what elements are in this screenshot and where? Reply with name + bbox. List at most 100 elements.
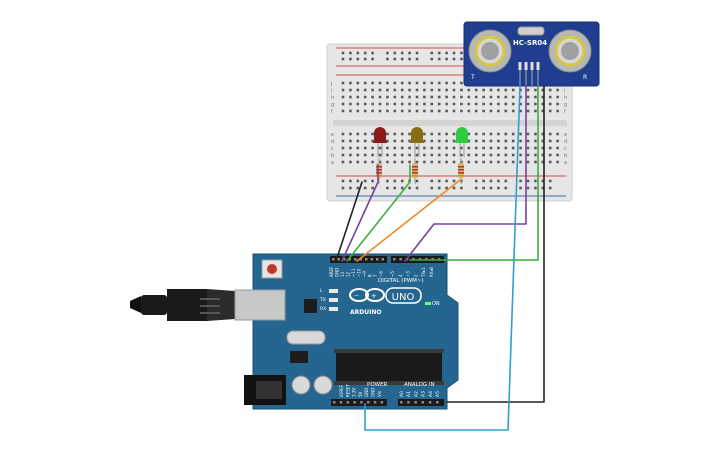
breadboard-hole[interactable]: [467, 146, 471, 150]
breadboard-hole[interactable]: [482, 95, 485, 99]
breadboard-hole[interactable]: [534, 186, 537, 190]
breadboard-hole[interactable]: [519, 139, 522, 143]
breadboard-hole[interactable]: [400, 109, 404, 113]
breadboard-hole[interactable]: [474, 139, 478, 143]
breadboard-hole[interactable]: [341, 95, 345, 99]
breadboard-hole[interactable]: [541, 146, 545, 150]
breadboard-hole[interactable]: [386, 186, 389, 190]
breadboard-hole[interactable]: [556, 109, 559, 113]
wire-black-gnd-top[interactable]: [335, 181, 363, 262]
breadboard-hole[interactable]: [460, 81, 463, 85]
breadboard-hole[interactable]: [378, 109, 382, 113]
breadboard-hole[interactable]: [460, 57, 463, 61]
breadboard-hole[interactable]: [430, 160, 434, 164]
breadboard-hole[interactable]: [474, 179, 478, 183]
breadboard-hole[interactable]: [445, 81, 448, 85]
breadboard-hole[interactable]: [408, 81, 411, 85]
breadboard-hole[interactable]: [393, 179, 397, 183]
breadboard-hole[interactable]: [511, 95, 515, 99]
breadboard-hole[interactable]: [341, 186, 345, 190]
breadboard-hole[interactable]: [482, 179, 485, 183]
breadboard-hole[interactable]: [371, 153, 374, 157]
breadboard-hole[interactable]: [489, 179, 493, 183]
breadboard-hole[interactable]: [386, 146, 389, 150]
breadboard-hole[interactable]: [489, 153, 493, 157]
breadboard-hole[interactable]: [526, 179, 530, 183]
breadboard-hole[interactable]: [430, 109, 434, 113]
breadboard-hole[interactable]: [363, 102, 367, 106]
breadboard-hole[interactable]: [423, 88, 426, 92]
breadboard-hole[interactable]: [341, 109, 345, 113]
breadboard-hole[interactable]: [400, 179, 404, 183]
breadboard-hole[interactable]: [497, 160, 500, 164]
breadboard-hole[interactable]: [497, 186, 500, 190]
breadboard-hole[interactable]: [415, 153, 419, 157]
breadboard-hole[interactable]: [371, 102, 374, 106]
header-pin[interactable]: [346, 401, 350, 404]
breadboard-hole[interactable]: [430, 146, 434, 150]
breadboard-hole[interactable]: [445, 51, 448, 55]
breadboard-hole[interactable]: [430, 186, 434, 190]
breadboard-hole[interactable]: [445, 88, 448, 92]
breadboard-hole[interactable]: [341, 153, 345, 157]
wire-purple-trig[interactable]: [404, 85, 527, 262]
breadboard-hole[interactable]: [489, 186, 493, 190]
breadboard-hole[interactable]: [474, 132, 478, 136]
breadboard-hole[interactable]: [430, 51, 434, 55]
breadboard-hole[interactable]: [363, 81, 367, 85]
breadboard-hole[interactable]: [519, 95, 522, 99]
breadboard-hole[interactable]: [541, 132, 545, 136]
header-pin[interactable]: [381, 258, 385, 261]
breadboard-hole[interactable]: [504, 160, 508, 164]
breadboard-hole[interactable]: [489, 139, 493, 143]
breadboard-hole[interactable]: [437, 153, 441, 157]
wire-green-echo[interactable]: [409, 85, 539, 261]
header-pin[interactable]: [339, 401, 343, 404]
breadboard-hole[interactable]: [504, 153, 508, 157]
breadboard-hole[interactable]: [482, 102, 485, 106]
breadboard-hole[interactable]: [541, 179, 545, 183]
breadboard-hole[interactable]: [437, 88, 441, 92]
breadboard-hole[interactable]: [356, 153, 360, 157]
breadboard-hole[interactable]: [415, 186, 419, 190]
header-pin[interactable]: [399, 258, 402, 261]
breadboard-hole[interactable]: [356, 57, 360, 61]
breadboard-hole[interactable]: [474, 109, 478, 113]
header-pin[interactable]: [332, 258, 335, 261]
breadboard-hole[interactable]: [534, 95, 537, 99]
header-pin[interactable]: [365, 258, 368, 261]
breadboard-hole[interactable]: [534, 160, 537, 164]
breadboard-hole[interactable]: [363, 88, 367, 92]
breadboard-hole[interactable]: [437, 109, 441, 113]
breadboard-hole[interactable]: [356, 95, 360, 99]
breadboard-hole[interactable]: [452, 102, 456, 106]
breadboard-hole[interactable]: [349, 88, 352, 92]
breadboard-hole[interactable]: [341, 146, 345, 150]
breadboard-hole[interactable]: [548, 95, 552, 99]
breadboard-hole[interactable]: [363, 132, 367, 136]
breadboard-hole[interactable]: [437, 160, 441, 164]
breadboard-hole[interactable]: [474, 95, 478, 99]
breadboard-hole[interactable]: [519, 186, 522, 190]
breadboard-hole[interactable]: [497, 146, 500, 150]
breadboard-hole[interactable]: [489, 109, 493, 113]
breadboard-hole[interactable]: [378, 153, 382, 157]
breadboard-hole[interactable]: [400, 186, 404, 190]
ultrasonic-sensor[interactable]: HC-SR04 T R: [463, 21, 600, 88]
breadboard-hole[interactable]: [393, 153, 397, 157]
breadboard-hole[interactable]: [445, 153, 448, 157]
breadboard-hole[interactable]: [556, 88, 559, 92]
breadboard-hole[interactable]: [519, 109, 522, 113]
breadboard-hole[interactable]: [356, 102, 360, 106]
breadboard-hole[interactable]: [371, 95, 374, 99]
breadboard-hole[interactable]: [556, 153, 559, 157]
breadboard-hole[interactable]: [452, 51, 456, 55]
breadboard-hole[interactable]: [371, 139, 374, 143]
breadboard-hole[interactable]: [452, 109, 456, 113]
breadboard-hole[interactable]: [386, 81, 389, 85]
breadboard-hole[interactable]: [460, 95, 463, 99]
breadboard-hole[interactable]: [408, 57, 411, 61]
breadboard-hole[interactable]: [474, 88, 478, 92]
breadboard-hole[interactable]: [489, 88, 493, 92]
breadboard-hole[interactable]: [519, 102, 522, 106]
